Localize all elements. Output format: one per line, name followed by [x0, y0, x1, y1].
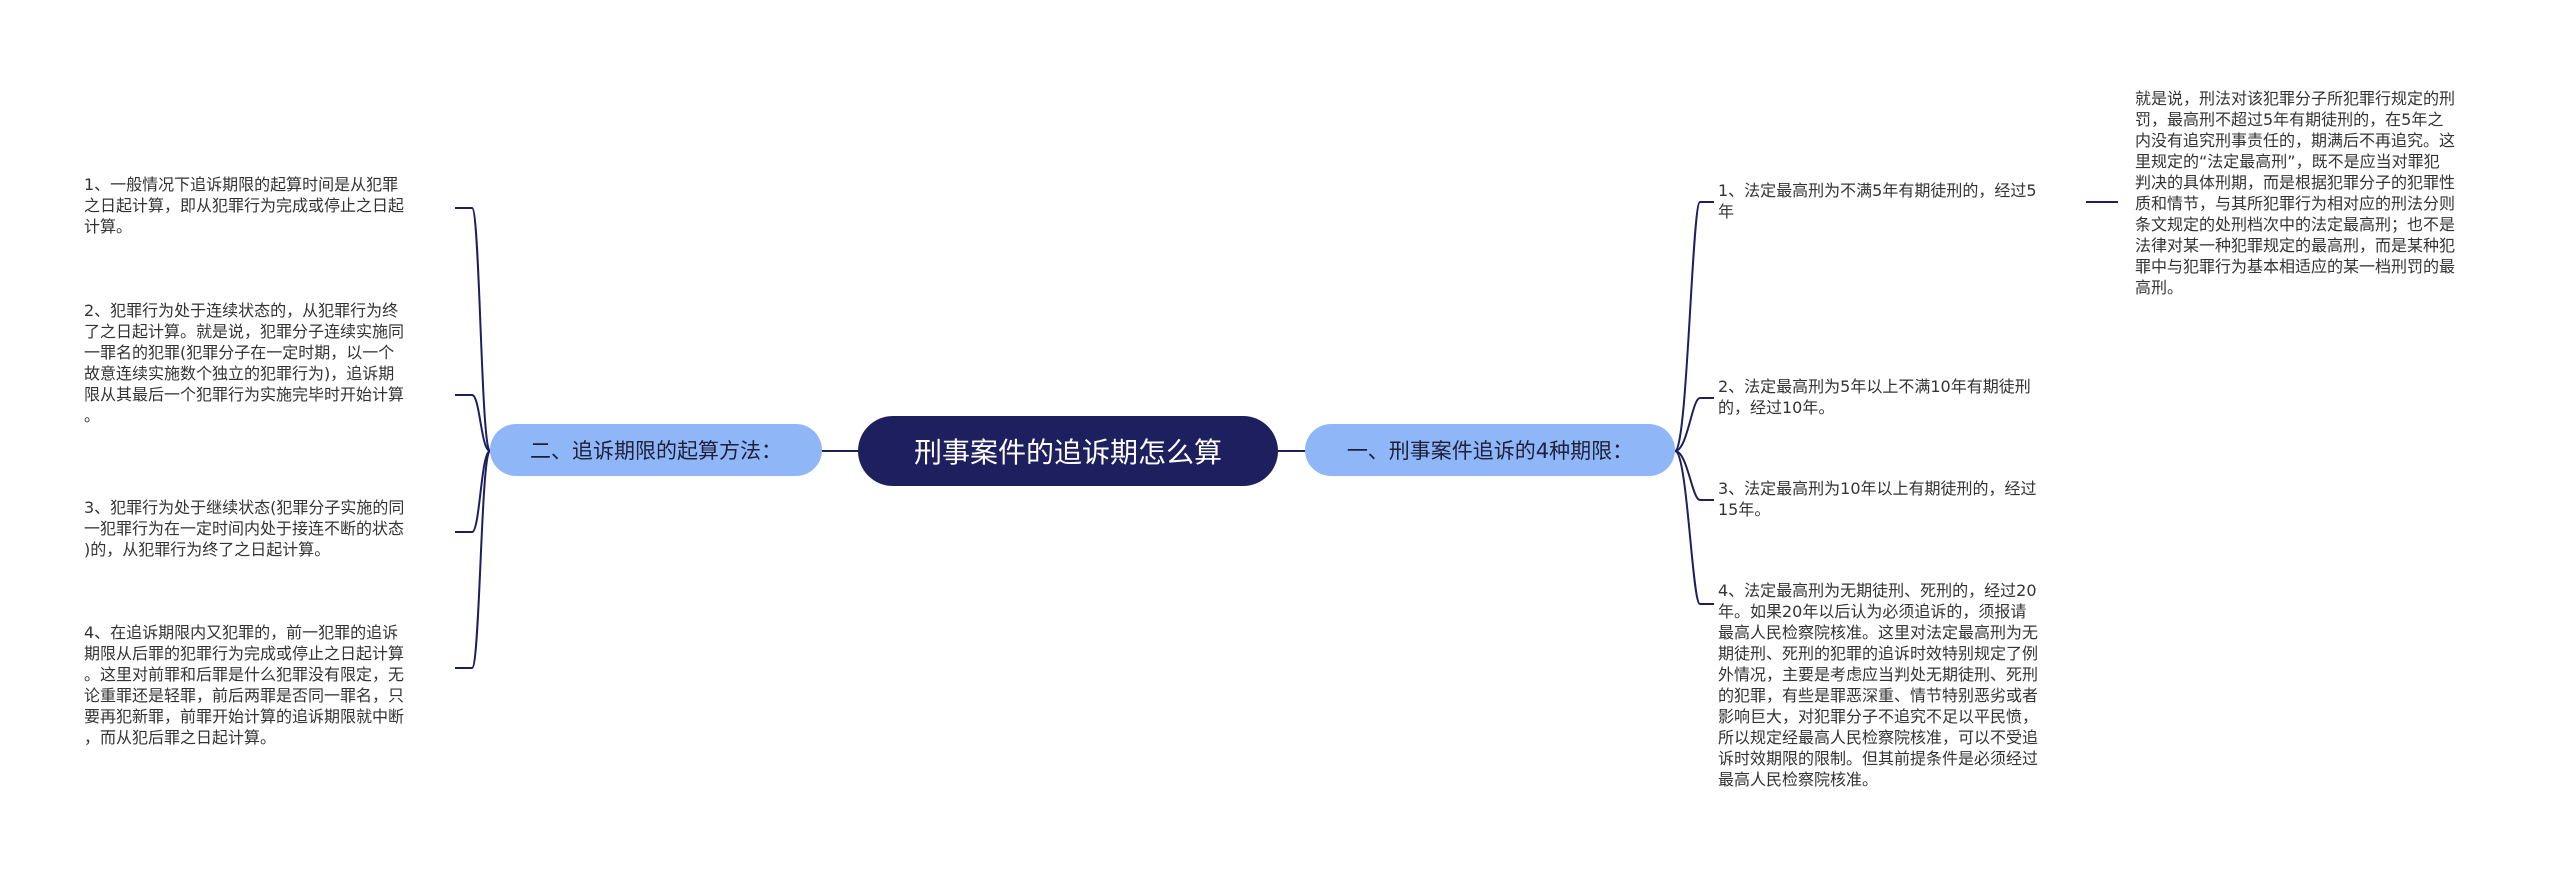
branch-left-label: 二、追诉期限的起算方法：: [530, 439, 782, 463]
left-item-1[interactable]: 1、一般情况下追诉期限的起算时间是从犯罪 之日起计算，即从犯罪行为完成或停止之日…: [84, 175, 405, 236]
right-item-2[interactable]: 2、法定最高刑为5年以上不满10年有期徒刑 的，经过10年。: [1718, 377, 2031, 417]
right-item-4[interactable]: 4、法定最高刑为无期徒刑、死刑的，经过20 年。如果20年以后认为必须追诉的，须…: [1718, 581, 2039, 789]
left-item-4[interactable]: 4、在追诉期限内又犯罪的，前一犯罪的追诉 期限从后罪的犯罪行为完成或停止之日起计…: [84, 623, 405, 747]
root-title: 刑事案件的追诉期怎么算: [913, 436, 1222, 469]
connector-left-3: [471, 450, 491, 533]
connector-right-2: [1674, 397, 1701, 452]
branch-right-node[interactable]: 一、刑事案件追诉的4种期限：: [1305, 424, 1675, 476]
root-node[interactable]: 刑事案件的追诉期怎么算: [858, 416, 1278, 486]
left-item-2[interactable]: 2、犯罪行为处于连续状态的，从犯罪行为终 了之日起计算。就是说，犯罪分子连续实施…: [84, 301, 405, 425]
right-item-1-detail[interactable]: 就是说，刑法对该犯罪分子所犯罪行规定的刑 罚，最高刑不超过5年有期徒刑的，在5年…: [2135, 89, 2456, 297]
right-item-3[interactable]: 3、法定最高刑为10年以上有期徒刑的，经过 15年。: [1718, 479, 2037, 519]
connector-right-1: [1674, 201, 1701, 452]
left-item-3[interactable]: 3、犯罪行为处于继续状态(犯罪分子实施的同 一犯罪行为在一定时间内处于接连不断的…: [84, 498, 405, 559]
connector-right-3: [1674, 450, 1701, 501]
connector-left-1: [471, 207, 491, 452]
branch-right-label: 一、刑事案件追诉的4种期限：: [1346, 439, 1634, 463]
branch-left-node[interactable]: 二、追诉期限的起算方法：: [490, 424, 822, 476]
connector-right-4: [1674, 450, 1701, 605]
connector-left-4: [471, 450, 491, 669]
right-item-1[interactable]: 1、法定最高刑为不满5年有期徒刑的，经过5 年: [1718, 181, 2037, 221]
connector-left-2: [471, 394, 491, 452]
